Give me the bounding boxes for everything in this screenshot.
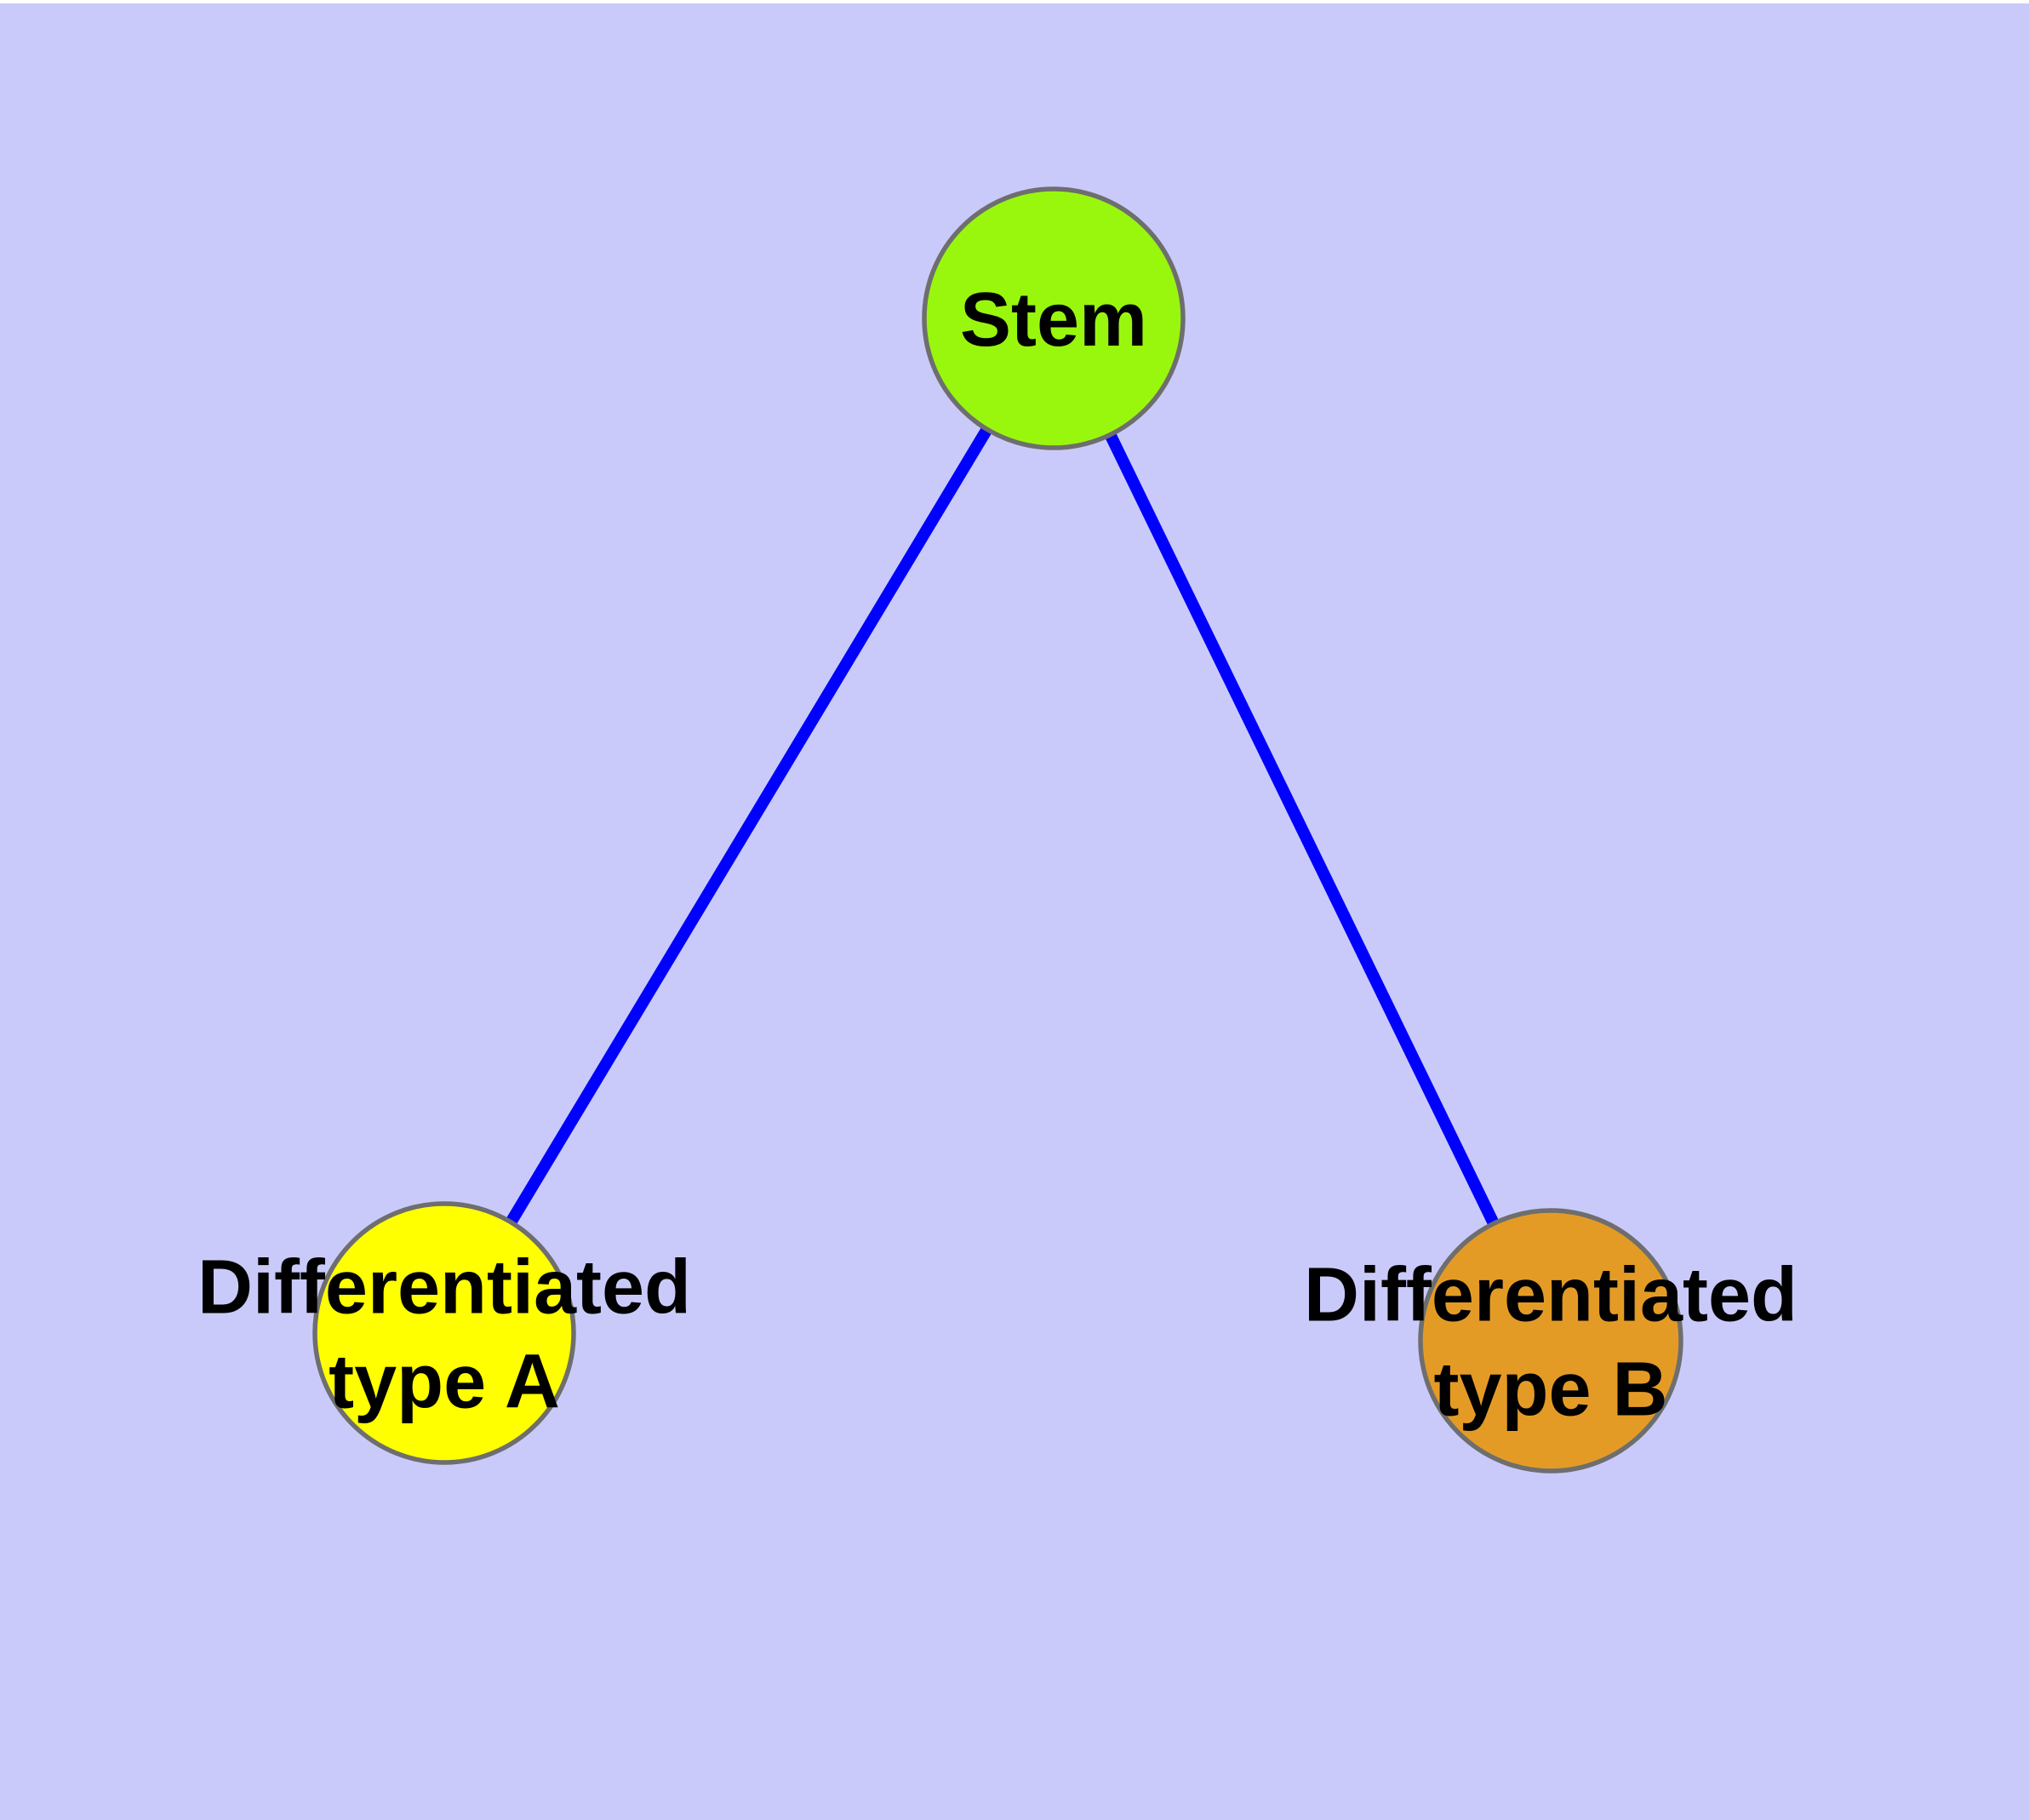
node-diff-a-label: Differentiated type A [197, 1245, 691, 1425]
node-diff-b-label-line2: type B [1433, 1348, 1667, 1433]
node-stem-label-line1: Stem [960, 278, 1147, 363]
node-diff-a: Differentiated type A [197, 1201, 691, 1465]
top-border-strip [0, 0, 2029, 3]
node-diff-a-label-line1: Differentiated [197, 1245, 691, 1331]
node-stem: Stem [922, 186, 1186, 450]
node-diff-b-label: Differentiated type B [1304, 1253, 1798, 1433]
node-diff-b: Differentiated type B [1304, 1208, 1798, 1474]
node-stem-circle [922, 186, 1186, 450]
node-diff-a-circle [312, 1201, 576, 1465]
node-diff-b-circle [1418, 1208, 1683, 1474]
edges-layer [438, 315, 1557, 1344]
node-stem-label: Stem [960, 278, 1147, 363]
node-diff-b-label-line1: Differentiated [1304, 1253, 1798, 1338]
node-diff-a-label-line2: type A [329, 1340, 560, 1425]
edge-stem-diff-b [1048, 315, 1557, 1344]
edge-stem-diff-a [438, 315, 1060, 1336]
